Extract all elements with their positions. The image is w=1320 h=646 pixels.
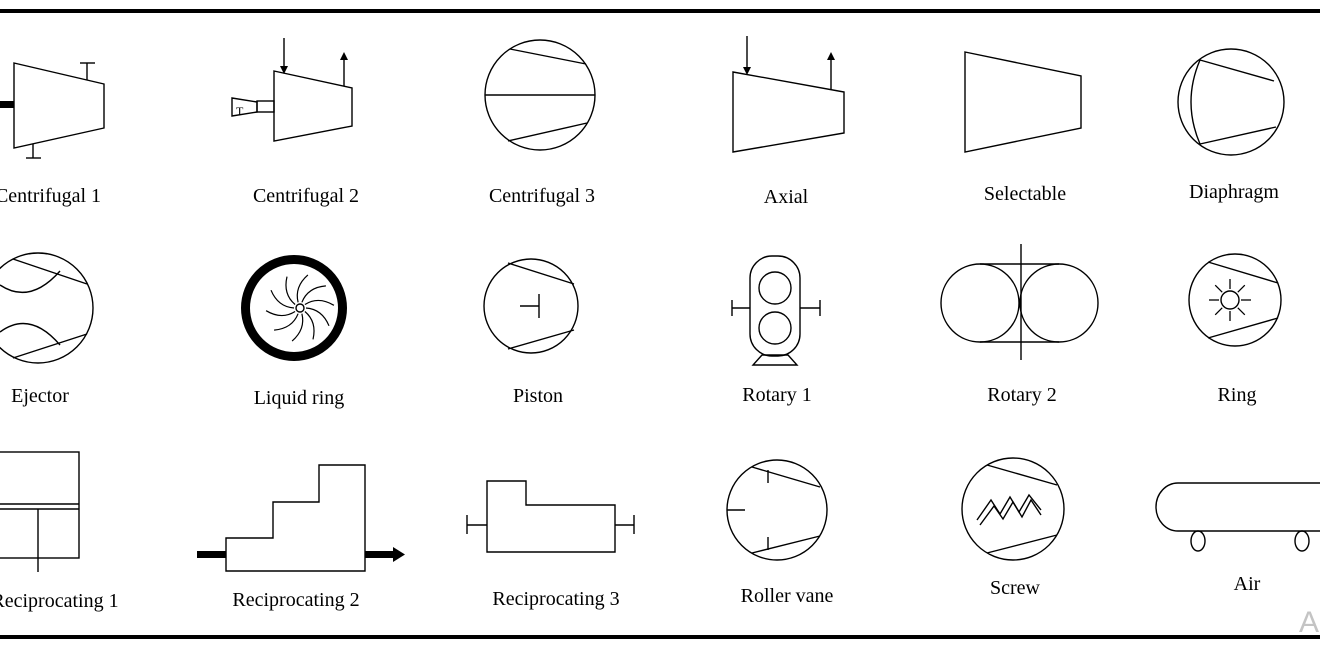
liquid-ring-label: Liquid ring [254,387,345,409]
impeller-vane [265,310,296,317]
turbine-mark: T [236,104,244,118]
rotary-2-label: Rotary 2 [987,384,1056,406]
ejector-symbol [0,252,94,364]
selectable-symbol [964,51,1082,153]
piston-label: Piston [513,385,563,407]
impeller-vane [304,311,315,340]
selectable-label: Selectable [984,183,1066,205]
diaphragm-symbol [1177,48,1285,156]
centrifugal-1-symbol [0,62,105,159]
air-symbol [1155,482,1320,552]
watermark: A [1299,606,1319,639]
ring-ray [1237,307,1246,316]
rotary-1-symbol [731,255,821,366]
ring-rays [1209,279,1251,321]
impeller-vane [285,276,296,305]
centrifugal-2-label: Centrifugal 2 [253,185,359,207]
reciprocating-1-symbol [0,451,80,572]
liquid-ring-vanes [265,274,335,342]
screw-label: Screw [990,577,1041,599]
centrifugal-1-label: Centrifugal 1 [0,185,101,207]
impeller-vane [305,307,330,327]
reciprocating-2-label: Reciprocating 2 [232,589,359,611]
ring-symbol [1188,253,1282,347]
ejector-label: Ejector [11,385,69,407]
axial-label: Axial [764,186,809,208]
liquid-ring-symbol [241,255,347,361]
impeller-vane [304,299,335,306]
ring-ray [1214,284,1223,293]
impeller-vane [270,289,295,309]
impeller-vane [296,274,309,303]
centrifugal-3-label: Centrifugal 3 [489,185,595,207]
reciprocating-3-label: Reciprocating 3 [492,588,619,610]
roller-vane-label: Roller vane [741,585,834,607]
reciprocating-1-label: Reciprocating 1 [0,590,119,612]
axial-symbol [732,36,845,153]
centrifugal-2-symbol: T [231,38,353,142]
ring-ray [1214,307,1223,316]
ring-ray [1237,284,1246,293]
reciprocating-3-symbol [466,480,635,553]
diaphragm-label: Diaphragm [1189,181,1279,203]
reciprocating-2-symbol [197,464,405,572]
rotary-1-label: Rotary 1 [742,384,811,406]
impeller-vane [291,313,304,342]
screw-symbol [961,457,1065,561]
rotary-2-symbol [940,244,1099,360]
roller-vane-symbol [726,459,828,561]
impeller-vane [301,285,326,303]
ring-label: Ring [1218,384,1257,406]
impeller-vane [274,313,299,331]
piston-symbol [483,258,579,354]
centrifugal-3-symbol [484,39,596,151]
air-label: Air [1234,573,1261,595]
